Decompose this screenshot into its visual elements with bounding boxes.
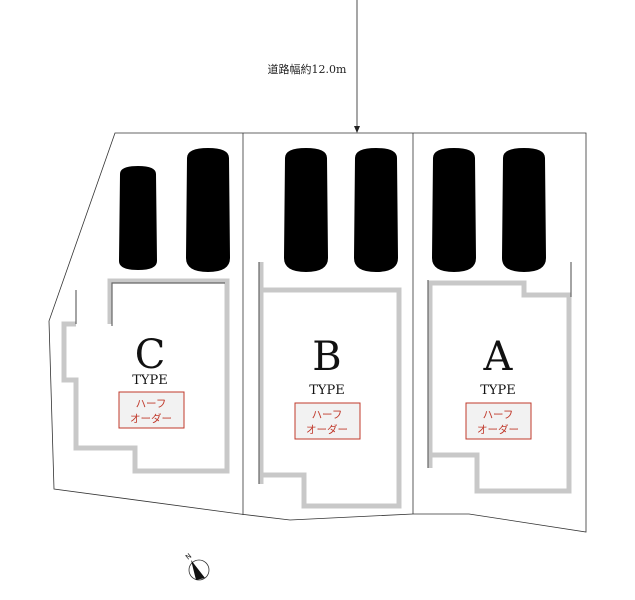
half-order-line1: ハーフ (136, 398, 167, 410)
lot-b-label: B TYPE ハーフ オーダー (294, 334, 361, 440)
half-order-line2: オーダー (306, 423, 348, 436)
car-icon (114, 166, 162, 270)
car-icon (183, 148, 233, 272)
compass-north-label: N (184, 552, 193, 562)
site-boundary (48, 132, 587, 533)
car-icon (429, 148, 479, 272)
half-order-badge (465, 402, 532, 440)
car-icon (499, 148, 549, 272)
half-order-badge (118, 391, 185, 429)
house-c-footprint (61, 278, 230, 474)
lot-letter: C (135, 332, 166, 378)
lot-a-label: A TYPE ハーフ オーダー (465, 334, 532, 440)
house-a-footprint (427, 262, 572, 494)
car-icon (281, 148, 331, 272)
type-label: TYPE (309, 383, 345, 398)
half-order-line2: オーダー (130, 412, 172, 425)
car-icon (351, 148, 401, 272)
lot-letter: A (483, 334, 514, 380)
type-label: TYPE (132, 373, 168, 388)
parking-cars (114, 148, 549, 272)
arrow-head-icon (354, 126, 360, 133)
road-width-label: 道路幅約12.0m (268, 62, 347, 76)
north-compass-icon: N (184, 552, 210, 581)
half-order-line1: ハーフ (483, 409, 514, 421)
lot-c-label: C TYPE ハーフ オーダー (118, 332, 185, 429)
half-order-line1: ハーフ (312, 409, 343, 421)
lot-letter: B (312, 334, 341, 380)
type-label: TYPE (480, 383, 516, 398)
house-b-footprint (258, 262, 402, 509)
road-width-indicator: 道路幅約12.0m (268, 0, 360, 133)
half-order-badge (294, 402, 361, 440)
half-order-line2: オーダー (477, 423, 519, 436)
